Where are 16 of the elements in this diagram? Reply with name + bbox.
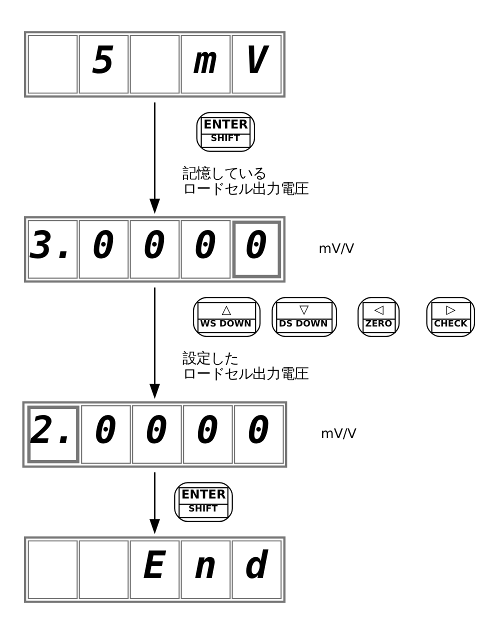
label: SHIFT bbox=[210, 134, 240, 144]
label: ▽ bbox=[298, 302, 308, 316]
label: △ bbox=[221, 302, 231, 316]
label: ENTER bbox=[180, 487, 226, 502]
label: SHIFT bbox=[188, 504, 218, 514]
label: ZERO bbox=[364, 318, 392, 329]
label: 設定したロードセル出力電圧 bbox=[182, 350, 308, 382]
node-label: mV/V bbox=[318, 241, 354, 256]
label: 記憶しているロードセル出力電圧 bbox=[182, 165, 308, 197]
label: ◁ bbox=[374, 302, 384, 316]
label: ENTER bbox=[203, 116, 248, 131]
label: WS DOWN bbox=[200, 318, 251, 329]
label: CHECK bbox=[434, 318, 467, 329]
label: ▷ bbox=[446, 302, 456, 316]
label: DS DOWN bbox=[278, 318, 328, 329]
node-label: mV/V bbox=[320, 426, 356, 442]
